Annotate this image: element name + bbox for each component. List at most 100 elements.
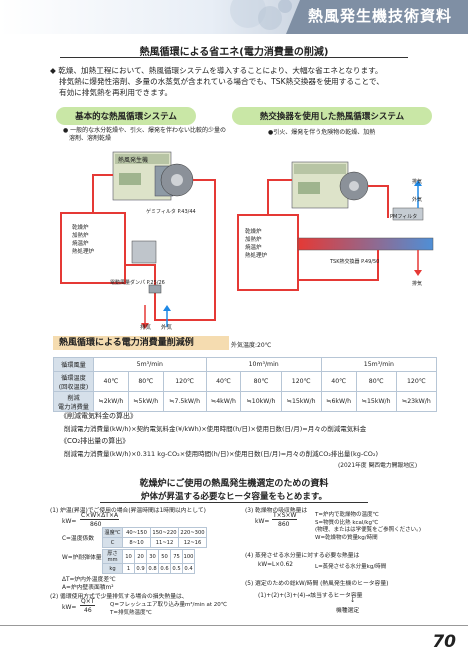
table-power-cell: ≒7.5kW/h — [162, 391, 207, 412]
s2-formula-denominator: 46 — [84, 607, 92, 614]
s1-formula-lhs: kW= — [62, 518, 77, 525]
left-intake-label: 外気 — [161, 325, 173, 331]
footer-rule — [0, 625, 468, 626]
thick-val-cell: 0.4 — [182, 563, 195, 574]
table-header-temp: 循環温度 (回収温度) — [53, 371, 94, 392]
left-heater-label: 熱風発生機 — [118, 157, 149, 164]
table-temp-cell: 40℃ — [93, 371, 129, 392]
coef-val-cell: 12~16 — [178, 537, 207, 548]
filter-unit — [131, 240, 157, 264]
example-title: 熱風循環による電力消費量削減例 — [53, 336, 229, 350]
table-temp-cell: 40℃ — [205, 371, 242, 392]
table-power-cell: ≒15kW/h — [355, 391, 397, 412]
pm-filter-unit — [392, 207, 424, 221]
thick-val-cell: 1 — [122, 563, 135, 574]
right-dryer-labels: 乾燥炉 加熱炉 焼温炉 熱処理炉 — [245, 228, 267, 260]
left-diagram-note: ● 一般的な水分乾燥や、引火、爆発を伴わない比較的少量の 溶剤、溶剤乾燥 — [63, 127, 243, 143]
thick-head-mm: 厚さmm — [102, 549, 123, 564]
table-temp-cell: 80℃ — [127, 371, 164, 392]
right-dryer-label-3: 焼温炉 — [245, 245, 262, 251]
s5-formula: (1)+(2)+(3)+(4)→該当するヒータ容量 — [258, 593, 363, 599]
damper-unit — [148, 284, 162, 294]
s3-line-1: T=炉内で乾燥物の温度℃ — [315, 512, 379, 518]
s3-formula-numerator: T×S×W — [272, 512, 298, 520]
thick-val-cell: 0.9 — [134, 563, 147, 574]
left-note-line-2: 溶剤、溶剤乾燥 — [63, 135, 112, 142]
intro-line-3: 有効に排気熱を再利用できます。 — [59, 88, 173, 97]
table-temp-cell: 120℃ — [162, 371, 207, 392]
s5-result: 機種選定 — [336, 608, 360, 614]
table-flow-5: 5m³/min — [93, 357, 207, 372]
s3-formula-lhs: kW= — [255, 518, 270, 525]
page-title: 熱風発生機技術資料 — [307, 7, 452, 25]
table-temp-cell: 80℃ — [240, 371, 282, 392]
right-dryer-label-4: 熱処理炉 — [245, 253, 268, 259]
right-dryer-chamber — [237, 214, 299, 291]
s4-note: L=蒸発させる水分量kg/時間 — [315, 564, 387, 570]
right-diagram-title: 熱交換器を使用した熱風循環システム — [232, 107, 432, 125]
s5-arrow: ↓ — [350, 597, 356, 604]
calc1-title: 《削減電気料金の算出》 — [60, 412, 137, 420]
table-temp-cell: 80℃ — [355, 371, 397, 392]
table-power-cell: ≒6kW/h — [320, 391, 357, 412]
left-dryer-labels: 乾燥炉 加熱炉 焼温炉 熱処理炉 — [72, 224, 94, 256]
s2-formula-numerator: Q×T — [80, 598, 96, 606]
left-system-diagram — [60, 151, 216, 329]
thick-val-cell: 0.6 — [158, 563, 171, 574]
coef-temp-cell: 40~150 — [122, 527, 151, 538]
thick-val-cell: 0.5 — [170, 563, 183, 574]
table-power-cell: ≒2kW/h — [93, 391, 129, 412]
table-power-cell: ≒4kW/h — [205, 391, 242, 412]
right-filter-label: PMフィルタ — [390, 214, 418, 220]
s1-w-label: W=炉耐弾体量 — [62, 555, 102, 561]
thick-cell: 50 — [158, 549, 171, 564]
thick-head-kg: kg — [102, 563, 123, 574]
right-exhaust-bottom-label: 排気 — [412, 281, 423, 287]
table-flow-15: 15m³/min — [320, 357, 438, 372]
thick-val-cell: 0.8 — [146, 563, 159, 574]
s1-a-label: A=炉内壁表面積m² — [62, 585, 114, 591]
table-header-flow: 循環風量 — [53, 357, 94, 372]
selection-title: 乾燥炉にご使用の熱風発生機選定のための資料 — [139, 479, 329, 489]
s1-dt-label: ΔT=炉内外温度差℃ — [62, 577, 116, 583]
table-power-cell: ≒15kW/h — [280, 391, 322, 412]
left-note-line-1: ● 一般的な水分乾燥や、引火、爆発を伴わない比較的少量の — [63, 127, 226, 134]
selection-divider — [100, 502, 368, 503]
thick-cell: 75 — [170, 549, 183, 564]
table-power-cell: ≒5kW/h — [127, 391, 164, 412]
left-filter-label: ゲミフィルタ P.43/44 — [146, 209, 196, 215]
left-dryer-label-4: 熱処理炉 — [72, 249, 95, 255]
left-exhaust-label: 排気 — [140, 325, 152, 331]
thick-cell: 100 — [182, 549, 195, 564]
s2-q-label: Q=フレッシュエア取り込み量m³/min at 20℃ — [110, 602, 227, 608]
s1-formula-numerator: C×W×ΔT×A — [80, 512, 120, 520]
table-temp-cell: 40℃ — [320, 371, 357, 392]
table-flow-10: 10m³/min — [205, 357, 322, 372]
s3-line-3: (物理、またはは学便覧をご参照ください。) — [315, 527, 422, 533]
left-dryer-label-1: 乾燥炉 — [72, 225, 89, 231]
coef-table: 温度℃ 40~150 150~220 220~300 C 8~10 11~12 … — [102, 527, 207, 548]
right-hx-label: TSK熱交換器 P.49/50 — [330, 259, 380, 265]
table-temp-cell: 120℃ — [280, 371, 322, 392]
coef-temp-cell: 150~220 — [150, 527, 179, 538]
left-dryer-label-3: 焼温炉 — [72, 241, 89, 247]
s3-line-2: S=物質の比熱 kcal/kg℃ — [315, 519, 379, 526]
s5-title: (5) 選定のための総kW/時間 (熱風発生機のヒータ容量) — [245, 581, 389, 587]
heat-exchanger-tube — [297, 237, 434, 251]
right-exhaust-top-label: 排気 — [412, 179, 423, 185]
s2-title: (2) 循環使用方式で少量排気する場合の損失熱量は、 — [50, 594, 188, 600]
s3-line-4: W=乾燥物の質量kg/時間 — [315, 534, 378, 541]
coef-head-c: C — [102, 537, 123, 548]
s1-c-label: C=温度係数 — [62, 536, 95, 542]
s2-t-label: T=排気熱温度℃ — [110, 610, 152, 616]
calc2-title: 《CO₂排出量の算出》 — [60, 437, 130, 445]
calc2-formula: 削減電力消費量(kW/h)×0.311 kg-CO₂×使用時間(h/日)×使用日… — [64, 450, 378, 458]
right-intake-label: 外気 — [412, 197, 423, 203]
dryer-chamber — [60, 212, 126, 284]
s1-title: (1) 炉温(昇温)でご使用の場合(昇温時間は1時間以内として) — [50, 508, 206, 514]
left-diagram-title: 基本的な熱風循環システム — [56, 107, 196, 125]
page-number: 70 — [432, 632, 456, 652]
s3-formula-denominator: 860 — [278, 521, 290, 528]
s2-formula-lhs: kW= — [62, 604, 77, 611]
left-dryer-label-2: 加熱炉 — [72, 233, 89, 239]
